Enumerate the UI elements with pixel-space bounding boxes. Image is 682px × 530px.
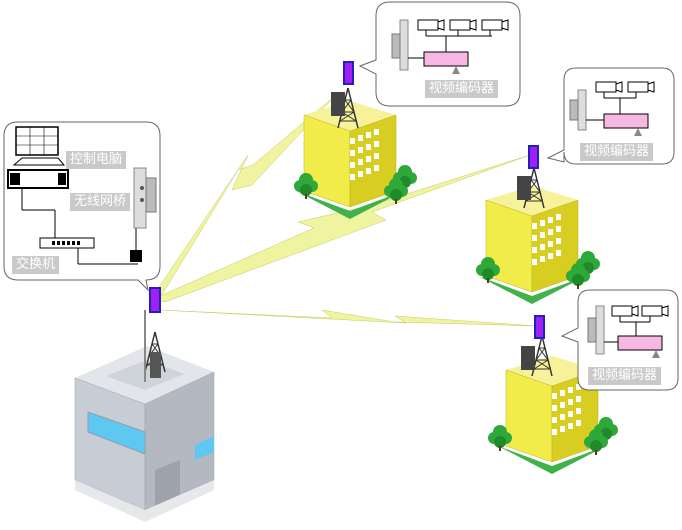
site-2-encoder-label: 视频编码器 (580, 143, 654, 161)
switch-label: 交换机 (12, 256, 60, 274)
link-to-site-2 (157, 154, 531, 303)
wireless-bridge-label: 无线网桥 (70, 193, 131, 211)
headquarters-building (74, 287, 215, 522)
wireless-links (149, 94, 538, 327)
pc-tower-icon (7, 169, 69, 189)
bridge-box-icon (130, 250, 142, 262)
remote-site-3 (488, 289, 679, 475)
hq-radio-unit (149, 287, 161, 313)
video-encoder-icon (423, 51, 469, 67)
site-1-encoder-label: 视频编码器 (425, 80, 499, 98)
control-pc-label: 控制电脑 (66, 151, 127, 169)
site-3-encoder-label: 视频编码器 (588, 367, 662, 385)
remote-site-2 (476, 67, 675, 305)
link-to-site-3 (159, 306, 538, 327)
remote-site-1 (294, 1, 521, 220)
video-encoder-icon (617, 335, 663, 351)
bridge-pole-icon (133, 167, 147, 229)
monitor-icon (15, 126, 59, 156)
link-to-site-1 (149, 94, 337, 299)
video-encoder-icon (603, 113, 649, 129)
hq-panel-antenna (150, 352, 161, 378)
